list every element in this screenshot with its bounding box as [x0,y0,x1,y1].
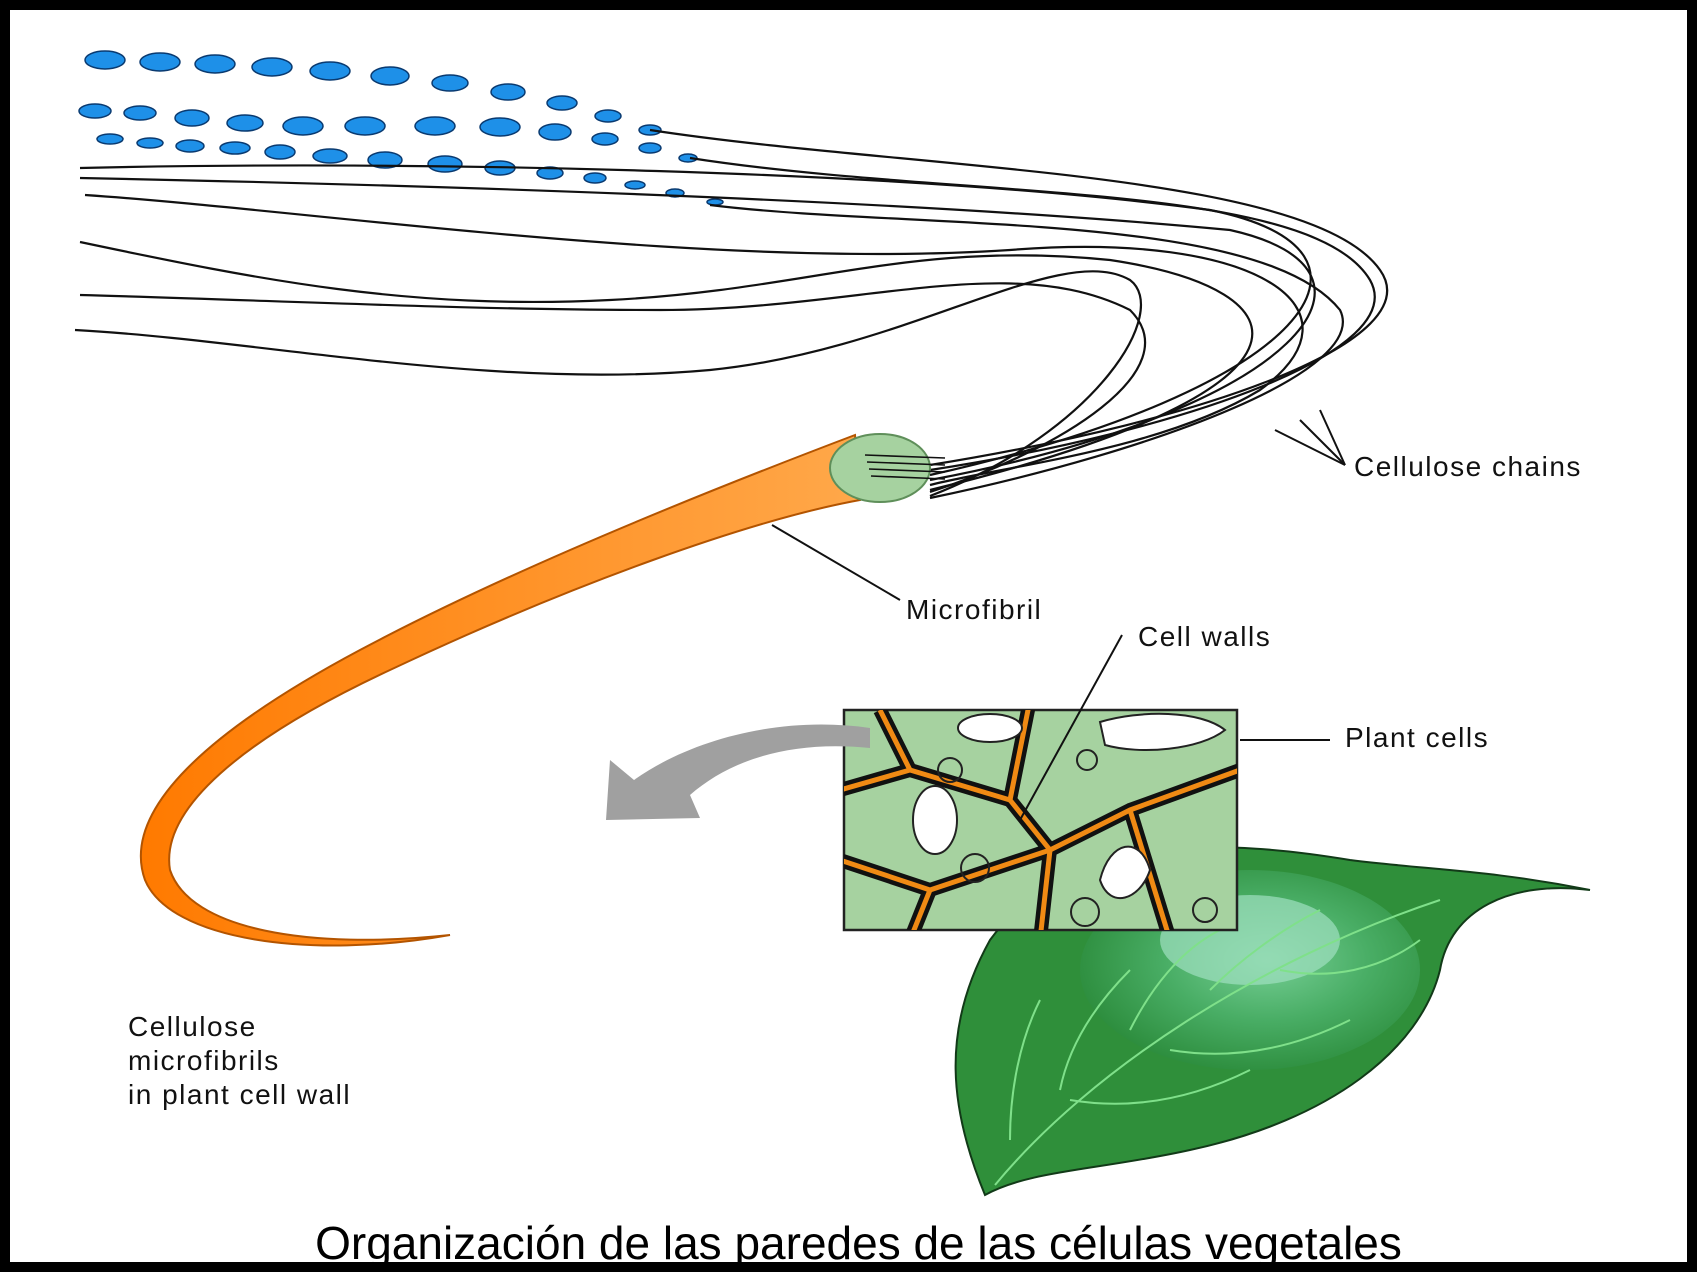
microfibril-pointer [772,525,900,600]
cellulose-chains-label: Cellulose chains [1354,451,1582,483]
cellulose-chain-lines [75,130,1387,498]
plant-cells-label: Plant cells [1345,722,1489,754]
curved-arrow-icon [606,725,870,820]
cellulose-chains-pointer [1275,410,1345,465]
cell-walls-label: Cell walls [1138,621,1271,653]
microfibril-label: Microfibril [906,594,1042,626]
cellulose-microfibrils-line-2: microfibrils [128,1044,351,1078]
microfibril-shape [141,435,860,946]
cellulose-microfibrils-line-3: in plant cell wall [128,1078,351,1112]
microfibril-end [830,434,930,502]
cellulose-microfibrils-label: Cellulose microfibrils in plant cell wal… [128,1010,351,1112]
figure-caption: Organización de las paredes de las célul… [10,1216,1697,1270]
cellulose-microfibrils-line-1: Cellulose [128,1010,351,1044]
